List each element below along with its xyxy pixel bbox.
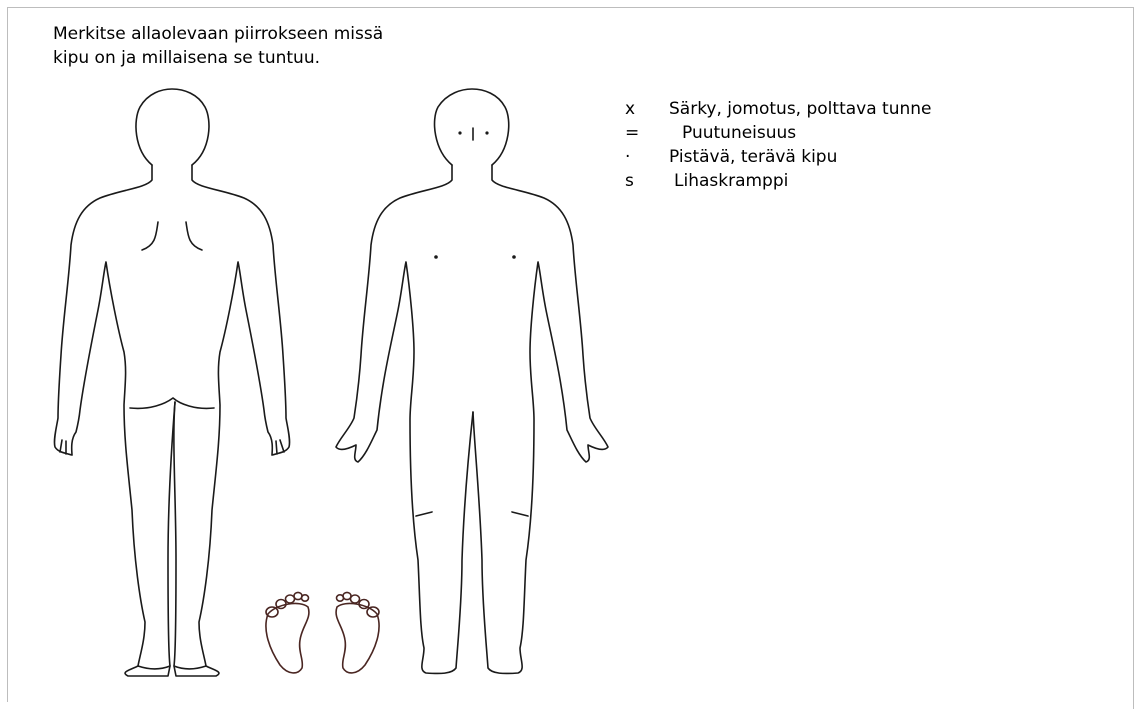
right-nipple-dot bbox=[512, 255, 516, 259]
left-nipple-dot bbox=[434, 255, 438, 259]
back-body-figure[interactable] bbox=[54, 89, 289, 676]
right-eye-dot bbox=[485, 131, 488, 134]
foot-soles-figure[interactable] bbox=[266, 592, 379, 673]
front-body-figure[interactable] bbox=[336, 89, 608, 673]
left-eye-dot bbox=[458, 131, 461, 134]
